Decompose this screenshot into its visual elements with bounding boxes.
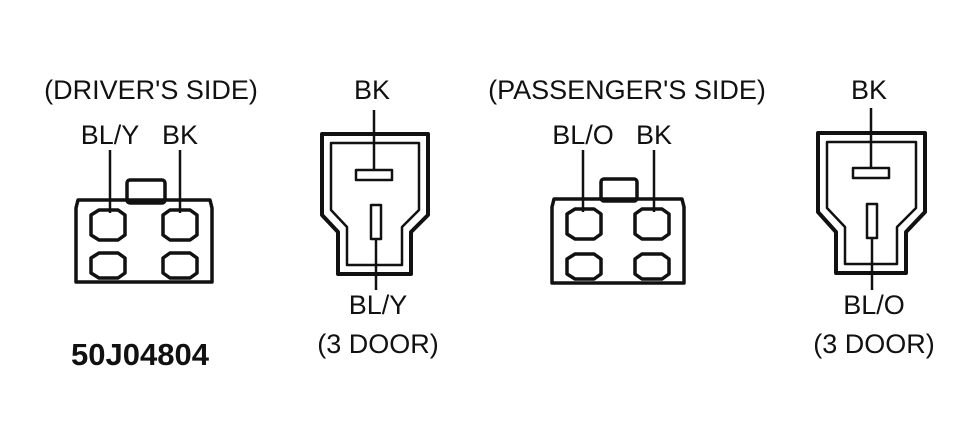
passenger-connector-latch (599, 177, 639, 203)
driver-connector-body (74, 198, 214, 284)
passenger-pin-cavity-1 (565, 207, 603, 241)
passenger-switch-inner (825, 140, 918, 266)
driver-wire-left-label: BL/Y (81, 120, 140, 150)
passenger-switch-outer (816, 131, 927, 275)
figure-code: 50J04804 (71, 337, 210, 372)
passenger-switch-bottom-label: BL/O (843, 290, 905, 320)
driver-switch-top-label: BK (354, 75, 390, 105)
passenger-pin-cavity-2 (633, 207, 671, 241)
passenger-wire-right-label: BK (636, 120, 672, 150)
driver-switch-inner (329, 141, 421, 267)
driver-side-label: (DRIVER'S SIDE) (44, 75, 258, 105)
driver-switch-bottom-terminal (369, 203, 383, 241)
driver-pin-cavity-1 (89, 208, 127, 242)
driver-pin-cavity-2 (161, 208, 199, 242)
driver-switch-top-terminal (354, 168, 394, 182)
passenger-side-label: (PASSENGER'S SIDE) (488, 75, 766, 105)
driver-switch-note: (3 DOOR) (317, 329, 439, 359)
passenger-wire-left-label: BL/O (552, 120, 614, 150)
passenger-switch-top-terminal (851, 166, 891, 180)
passenger-switch-bottom-terminal (865, 202, 879, 240)
driver-connector (74, 150, 214, 284)
passenger-connector (550, 150, 686, 285)
driver-pin-cavity-4 (161, 251, 199, 280)
driver-switch-bottom-label: BL/Y (349, 290, 408, 320)
passenger-pin-cavity-3 (565, 252, 603, 281)
passenger-connector-body (550, 197, 686, 285)
driver-switch (320, 110, 430, 290)
passenger-switch (816, 108, 927, 290)
passenger-switch-note: (3 DOOR) (813, 329, 935, 359)
driver-connector-latch (125, 178, 167, 205)
passenger-pin-cavity-4 (633, 252, 671, 281)
driver-pin-cavity-3 (89, 251, 127, 280)
driver-wire-right-label: BK (162, 120, 198, 150)
passenger-switch-top-label: BK (851, 75, 887, 105)
driver-switch-outer (320, 132, 430, 276)
